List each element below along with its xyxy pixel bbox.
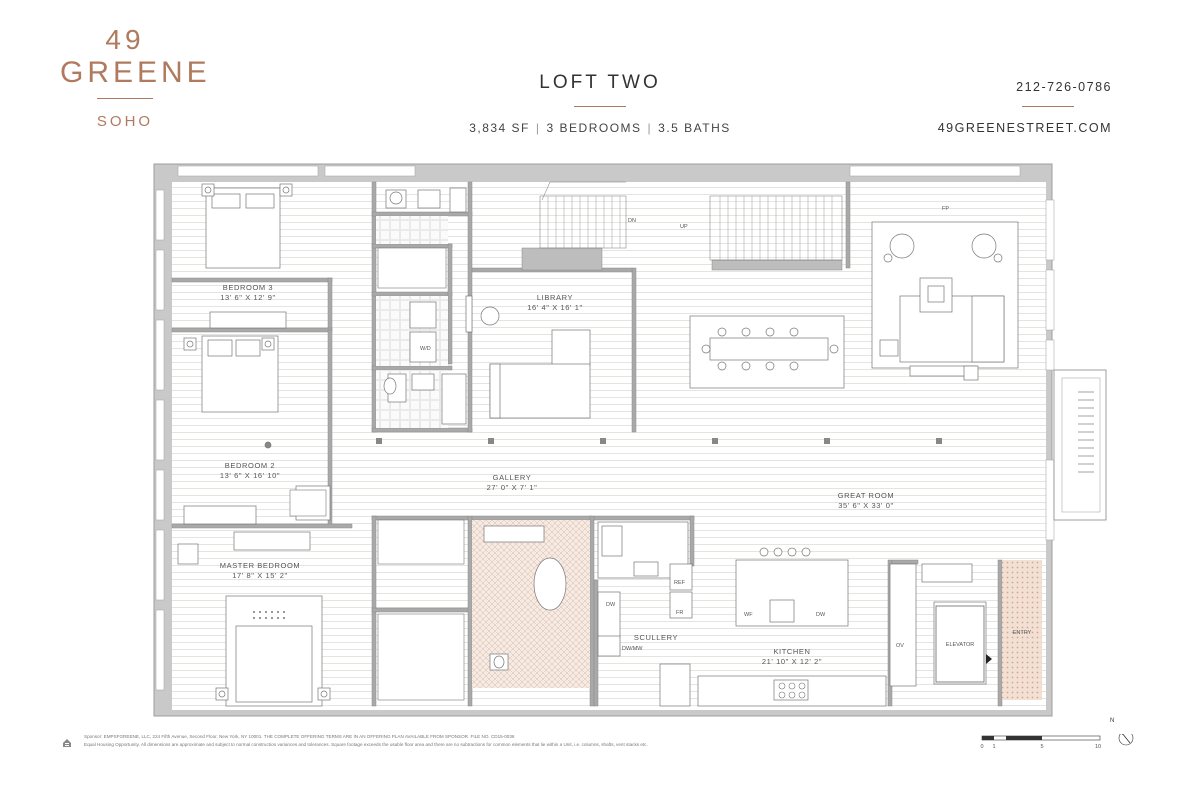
island-dw-label: DW — [816, 612, 826, 618]
bedroom3-label: BEDROOM 3 — [223, 283, 273, 292]
scale-tick-5: 5 — [1040, 744, 1043, 750]
brand-divider — [97, 98, 153, 99]
phone-number[interactable]: 212-726-0786 — [1016, 80, 1112, 94]
area-stat: 3,834 SF — [469, 121, 530, 135]
legal-line-2: Equal Housing Opportunity. All dimension… — [84, 742, 648, 747]
equal-housing-icon — [63, 739, 71, 747]
gallery-dims: 27' 0" X 7' 1" — [487, 483, 538, 492]
top-windows — [177, 165, 1021, 177]
closets — [289, 247, 465, 701]
gallery-label: GALLERY — [493, 473, 532, 482]
great-room-dims: 35' 6" X 33' 0" — [838, 501, 894, 510]
brand-number: 49 — [105, 24, 145, 55]
master-furniture — [177, 485, 331, 707]
bath-fixtures — [383, 187, 567, 671]
north-label: N — [1110, 718, 1115, 724]
website-link[interactable]: 49GREENESTREET.COM — [937, 121, 1112, 135]
kitchen-label: KITCHEN — [773, 647, 810, 656]
library-label: LIBRARY — [537, 293, 573, 302]
bedroom2-furniture — [183, 335, 279, 525]
fireplace-label: FP — [942, 206, 949, 212]
master-dims: 17' 8" X 15' 2" — [232, 571, 288, 580]
contact-divider — [1022, 106, 1074, 107]
bedroom3-dims: 13' 6" X 12' 9" — [220, 293, 276, 302]
plan-title: LOFT TWO — [539, 72, 661, 93]
master-bed-pattern — [253, 611, 285, 619]
scale-tick-10: 10 — [1095, 744, 1101, 750]
brand-name: GREENE — [60, 56, 211, 89]
legal-disclaimer: Sponsor: EMPSFGREENE, LLC, 224 Fifth Ave… — [84, 733, 704, 749]
scale-tick-1: 1 — [992, 744, 995, 750]
kitchen-dims: 21' 10" X 12' 2" — [762, 657, 822, 666]
stat-separator: | — [535, 121, 541, 135]
stair-down-label: DN — [628, 218, 636, 224]
legal-line-1: Sponsor: EMPSFGREENE, LLC, 224 Fifth Ave… — [84, 734, 515, 739]
right-windows — [1045, 199, 1055, 541]
elevator-label: ELEVATOR — [946, 642, 974, 648]
stat-separator: | — [647, 121, 653, 135]
master-label: MASTER BEDROOM — [220, 561, 301, 570]
fire-escape — [1053, 369, 1107, 521]
bedroom2-label: BEDROOM 2 — [225, 461, 275, 470]
bedroom3-furniture — [201, 183, 293, 329]
floor-plan: BEDROOM 3 13' 6" X 12' 9" BEDROOM 2 13' … — [153, 163, 1107, 717]
ref-label: REF — [674, 580, 686, 586]
dining-table — [689, 315, 845, 389]
scullery-fixtures — [597, 521, 693, 707]
header-divider — [574, 106, 626, 107]
dishwasher-label: DW — [606, 602, 616, 608]
left-windows — [155, 189, 165, 691]
plan-header: LOFT TWO 3,834 SF | 3 BEDROOMS | 3.5 BATHS — [400, 72, 800, 135]
washer-dryer-label: W/D — [420, 346, 431, 352]
fr-label: FR — [676, 610, 683, 616]
scale-bar: 0 1 5 10 — [980, 734, 1134, 750]
scale-tick-0: 0 — [980, 744, 983, 750]
plan-stats: 3,834 SF | 3 BEDROOMS | 3.5 BATHS — [400, 121, 800, 135]
library-dims: 16' 4" X 16' 1" — [527, 303, 583, 312]
cooktop-burners — [778, 682, 806, 699]
stair-treads — [547, 196, 833, 260]
columns — [376, 438, 942, 444]
wine-fridge-label: WF — [744, 612, 753, 618]
living-furniture — [871, 221, 1019, 381]
bedroom2-dims: 13' 6" X 16' 10" — [220, 471, 280, 480]
brand-logo: 49 GREENE SOHO — [60, 24, 211, 130]
baths-stat: 3.5 BATHS — [658, 121, 731, 135]
scullery-label: SCULLERY — [634, 633, 678, 642]
great-room-label: GREAT ROOM — [838, 491, 895, 500]
north-arrow-icon — [1118, 734, 1134, 746]
bedrooms-stat: 3 BEDROOMS — [546, 121, 642, 135]
contact-block: 212-726-0786 49GREENESTREET.COM — [938, 80, 1112, 135]
oven-label: OV — [896, 643, 904, 649]
library-furniture — [465, 295, 591, 419]
brand-neighborhood: SOHO — [96, 113, 154, 130]
stair-up-label: UP — [680, 224, 688, 230]
dw-mw-label: DW/MW — [622, 646, 643, 652]
entry-label: ENTRY — [1013, 630, 1032, 636]
